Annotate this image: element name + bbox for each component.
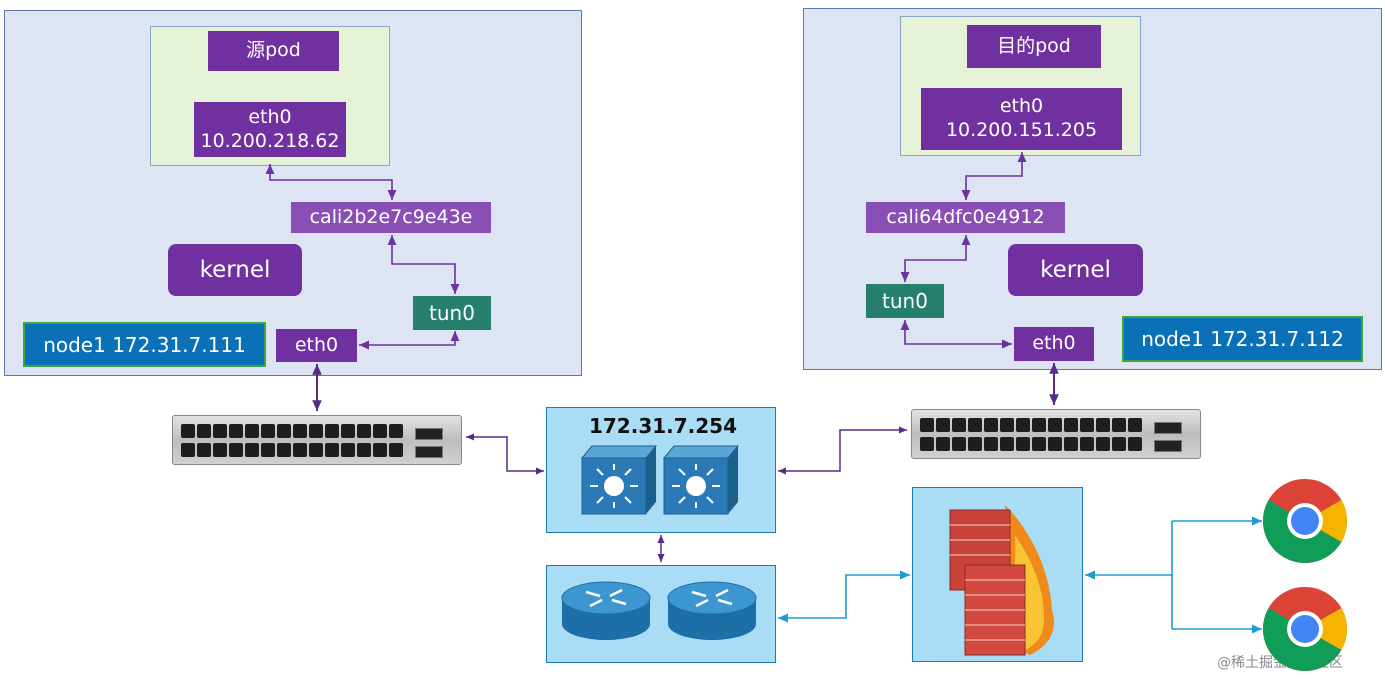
link-cali-to-pod-eth0 (961, 152, 1027, 200)
dest-node-label: node1 172.31.7.112 (1122, 316, 1363, 362)
router-icon-2 (667, 581, 757, 640)
link-tun0-to-cali (900, 235, 971, 282)
source-kernel: kernel (168, 244, 302, 296)
left-access-switch (172, 415, 462, 465)
link-left-switch-to-core (466, 433, 544, 475)
source-pod-ip: 10.200.218.62 (200, 129, 340, 152)
link-core-to-right-switch (778, 426, 907, 475)
dest-node-eth0: eth0 (1014, 327, 1094, 361)
source-pod-title: 源pod (208, 31, 339, 71)
source-tun0: tun0 (413, 296, 491, 330)
core-switch-icon-2 (662, 445, 740, 515)
firewall-icon (949, 505, 1054, 656)
source-pod-eth-label: eth0 (248, 105, 292, 128)
dest-tun0: tun0 (866, 284, 944, 318)
core-switch-ip: 172.31.7.254 (588, 414, 738, 438)
source-cali-interface: cali2b2e7c9e43e (291, 202, 491, 233)
physical-links (312, 363, 1059, 562)
chrome-icon (1262, 587, 1348, 672)
source-pod-eth0: eth0 10.200.218.62 (194, 102, 346, 157)
dest-pod-title: 目的pod (967, 25, 1101, 68)
link-router-to-firewall (778, 570, 910, 623)
source-node-label: node1 172.31.7.111 (23, 322, 266, 367)
dest-internal-links (900, 152, 1027, 349)
dest-pod-eth0: eth0 10.200.151.205 (921, 88, 1122, 150)
router-icon-1 (561, 581, 651, 640)
link-pod-eth0-to-cali (265, 164, 397, 200)
dest-cali-interface: cali64dfc0e4912 (866, 202, 1065, 233)
right-access-switch (911, 409, 1201, 459)
dest-pod-ip: 10.200.151.205 (945, 119, 1098, 141)
source-node-eth0: eth0 (276, 329, 357, 362)
dest-kernel: kernel (1008, 244, 1143, 296)
core-switch-icon-1 (580, 445, 658, 515)
edge-links (778, 516, 1262, 634)
dest-pod-eth-label: eth0 (999, 95, 1044, 118)
chrome-icon (1262, 479, 1348, 564)
link-tun0-to-eth0 (900, 320, 1012, 349)
link-cali-to-tun0 (387, 235, 460, 294)
source-internal-links (265, 164, 460, 350)
link-tun0-to-eth0 (359, 331, 460, 350)
